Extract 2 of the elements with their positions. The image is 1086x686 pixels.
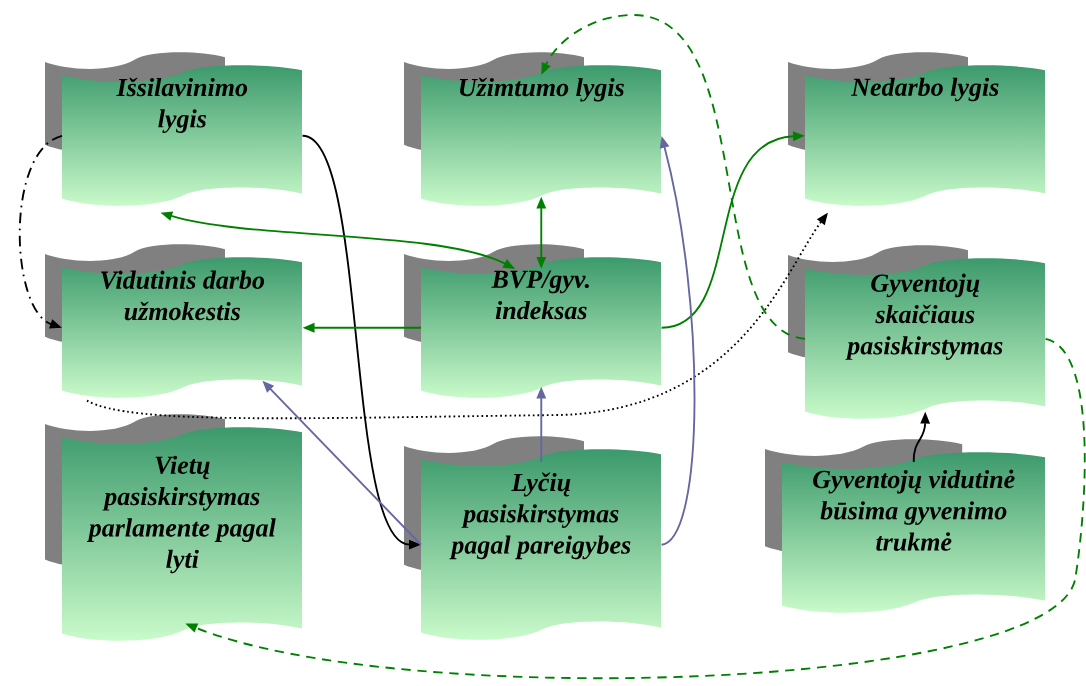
arrow — [541, 14, 806, 340]
arrow — [18, 134, 63, 329]
